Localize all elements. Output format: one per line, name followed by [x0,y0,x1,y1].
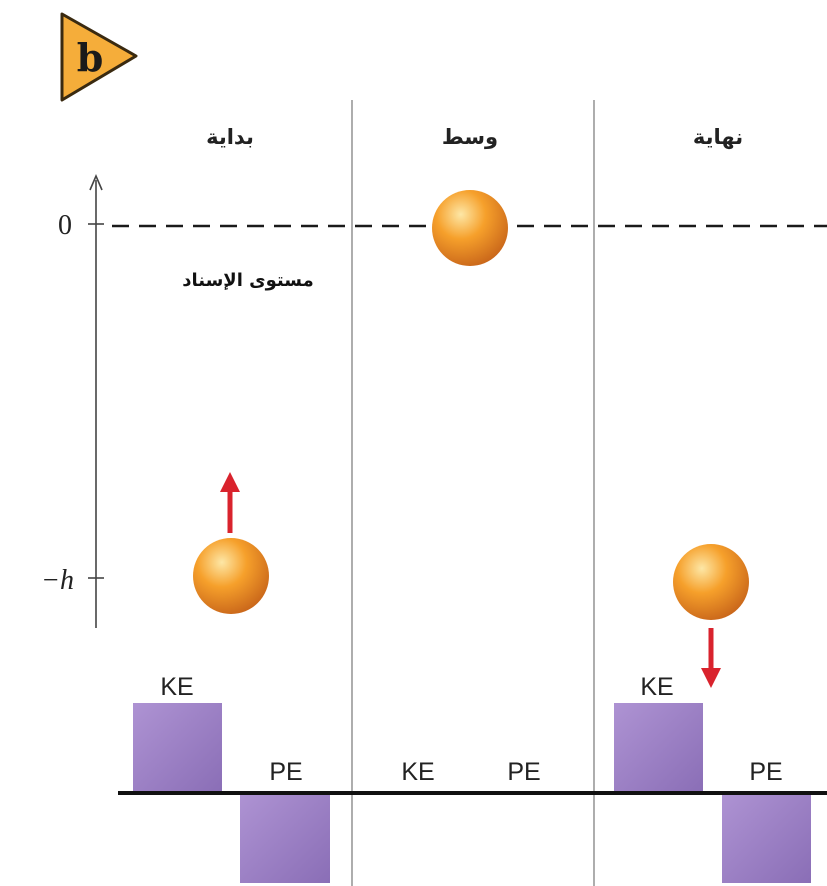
pe-bar-start [240,793,330,883]
axis-minus-h-label: −h [41,565,74,596]
pe-label-end: PE [749,758,782,786]
ke-label-middle: KE [401,758,434,786]
badge: b [60,12,138,102]
panel-heading-middle: وسط [442,125,498,149]
ball-start [193,538,269,614]
pe-label-middle: PE [507,758,540,786]
badge-label: b [77,35,104,80]
ball-end [673,544,749,620]
energy-bars [133,703,811,883]
pe-label-start: PE [269,758,302,786]
vertical-axis [88,173,104,628]
ke-bar-end [614,703,703,793]
ke-label-start: KE [160,673,193,701]
reference-level-label: مستوى الإسناد [182,270,313,291]
axis-zero-label: 0 [58,210,72,241]
ke-label-end: KE [640,673,673,701]
pe-bar-end [722,793,811,883]
panel-heading-end: نهاية [693,125,743,149]
panel-heading-start: بداية [206,125,254,149]
ke-bar-start [133,703,222,793]
ball-middle [432,190,508,266]
